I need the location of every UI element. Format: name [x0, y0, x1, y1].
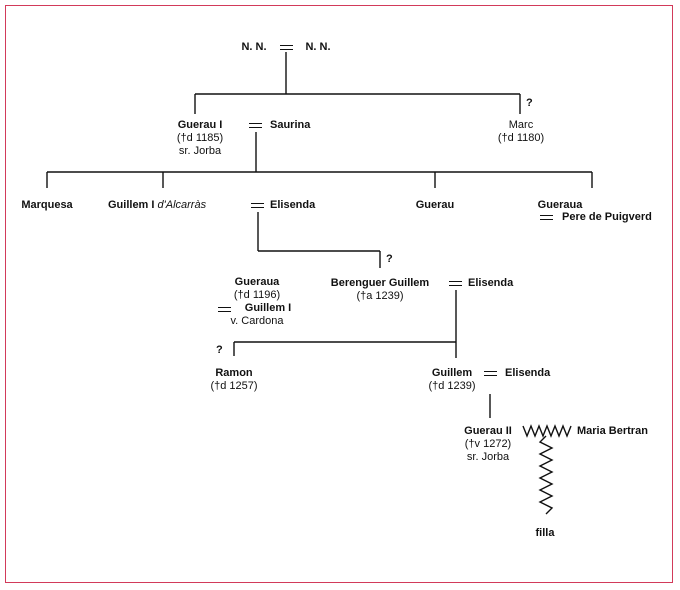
gueraua-2-name: Gueraua — [234, 276, 280, 288]
person-maria-bertran: Maria Bertran — [577, 425, 648, 437]
person-elisenda-1: Elisenda — [270, 199, 316, 211]
marriage-sign — [249, 123, 262, 128]
person-marc: Marc (†d 1180) — [498, 119, 544, 145]
gueraua-2-spouse: Guillem I — [244, 302, 292, 314]
person-elisenda-2: Elisenda — [468, 277, 514, 289]
guillem-i-epithet: d'Alcarràs — [157, 199, 207, 211]
berenguer-dates: (†a 1239) — [356, 290, 404, 302]
ramon-name: Ramon — [215, 367, 253, 379]
ramon-dates: (†d 1257) — [210, 380, 258, 392]
uncertain-mark: ? — [216, 344, 223, 356]
marriage-sign — [251, 203, 264, 208]
person-pere-de-puigverd: Pere de Puigverd — [562, 211, 652, 223]
person-nn-1: N. N. — [241, 41, 267, 53]
person-guerau-ii: Guerau II (†v 1272) sr. Jorba — [464, 425, 512, 464]
marc-dates: (†d 1180) — [497, 132, 545, 144]
gueraua-2-spouse-title: v. Cardona — [230, 315, 284, 327]
guerau-ii-name: Guerau II — [464, 425, 512, 437]
berenguer-name: Berenguer Guillem — [330, 277, 430, 289]
person-berenguer-guillem: Berenguer Guillem (†a 1239) — [331, 277, 429, 303]
marriage-sign — [484, 371, 497, 376]
gueraua-2-dates: (†d 1196) — [233, 289, 281, 301]
marriage-sign — [218, 307, 231, 312]
guerau-ii-title: sr. Jorba — [466, 451, 510, 463]
person-saurina: Saurina — [270, 119, 311, 131]
guillem-name: Guillem — [431, 367, 473, 379]
guillem-i-name: Guillem I — [108, 199, 155, 211]
guerau-ii-dates: (†v 1272) — [464, 438, 512, 450]
uncertain-mark: ? — [526, 97, 533, 109]
guerau-i-title: sr. Jorba — [178, 145, 222, 157]
person-elisenda-3: Elisenda — [505, 367, 551, 379]
person-guillem: Guillem (†d 1239) — [428, 367, 475, 393]
person-gueraua-2: Gueraua (†d 1196) Guillem I v. Cardona — [223, 276, 292, 328]
diagram-frame — [5, 5, 673, 583]
marc-name: Marc — [508, 119, 534, 131]
person-ramon: Ramon (†d 1257) — [210, 367, 257, 393]
guerau-i-name: Guerau I — [177, 119, 223, 131]
guillem-dates: (†d 1239) — [428, 380, 476, 392]
marriage-sign — [280, 45, 293, 50]
guerau-i-dates: (†d 1185) — [176, 132, 224, 144]
person-gueraua-1: Gueraua — [537, 199, 583, 211]
person-filla: filla — [535, 527, 555, 539]
marriage-sign — [449, 281, 462, 286]
zigzag-union — [522, 424, 572, 438]
person-guerau-i: Guerau I (†d 1185) sr. Jorba — [177, 119, 223, 158]
zigzag-descent — [538, 435, 554, 515]
uncertain-mark: ? — [386, 253, 393, 265]
person-marquesa: Marquesa — [21, 199, 73, 211]
person-guillem-i: Guillem I d'Alcarràs — [108, 199, 206, 212]
person-nn-2: N. N. — [305, 41, 331, 53]
marriage-sign — [540, 215, 553, 220]
person-guerau: Guerau — [415, 199, 455, 211]
